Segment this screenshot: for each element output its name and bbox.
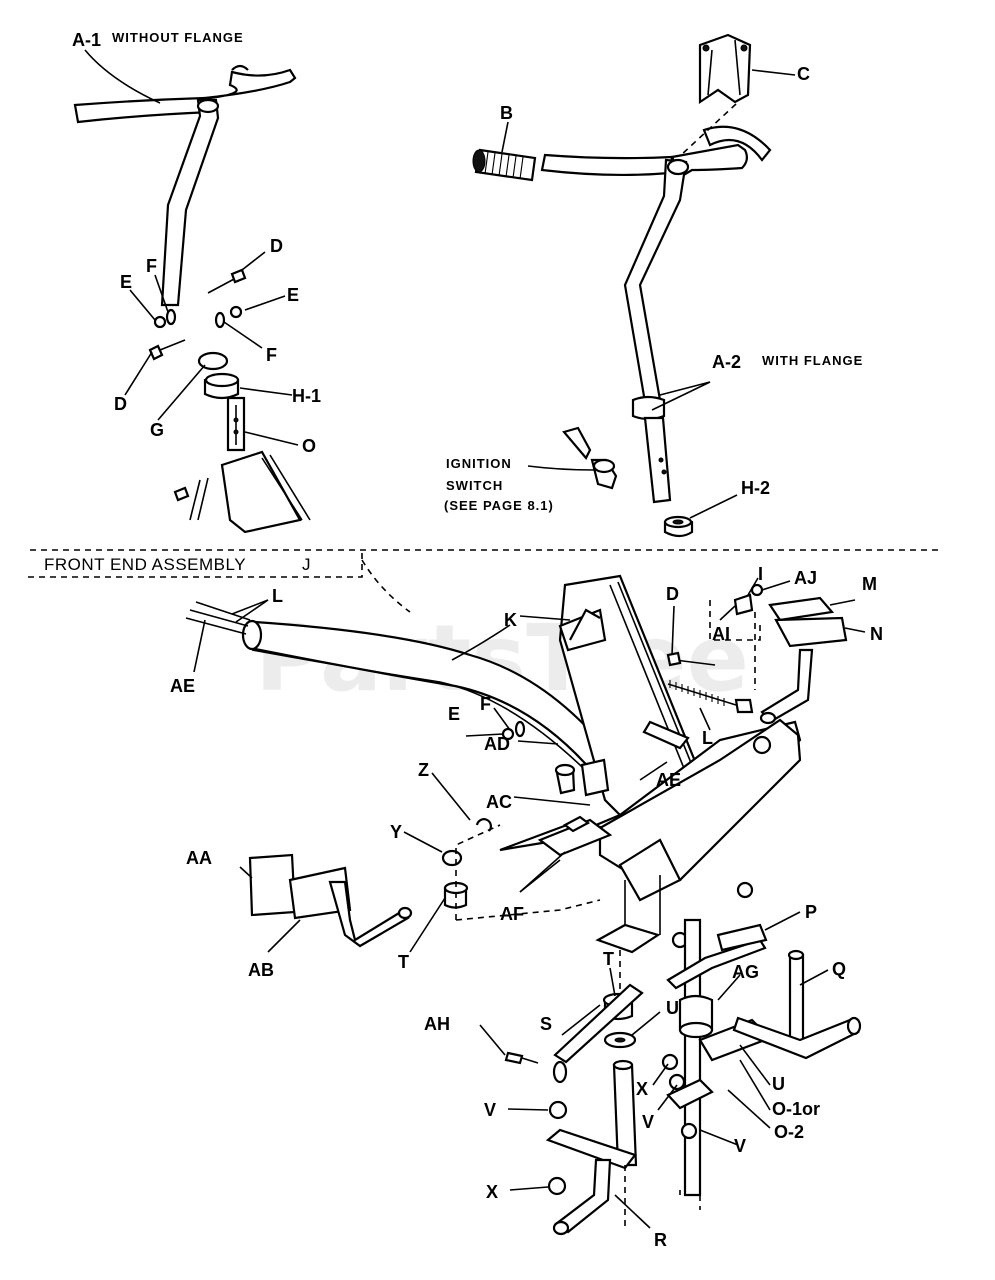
label-k: K xyxy=(504,610,517,630)
label-d-mid: D xyxy=(666,584,679,604)
label-d-left: D xyxy=(114,394,127,414)
label-m: M xyxy=(862,574,877,594)
leaders-front-end xyxy=(193,577,866,1229)
label-a2: A-2 xyxy=(712,352,741,372)
label-d-top: D xyxy=(270,236,283,256)
grip-b xyxy=(472,148,537,182)
label-f-mid: F xyxy=(480,694,491,714)
label-n: N xyxy=(870,624,883,644)
label-r: R xyxy=(654,1230,667,1250)
label-v-right: V xyxy=(734,1136,746,1156)
label-h1: H-1 xyxy=(292,386,321,406)
spring-l xyxy=(642,680,754,750)
label-o1o2-1: O-1or xyxy=(772,1099,820,1119)
label-v-left: V xyxy=(484,1100,496,1120)
lower-assembly xyxy=(504,923,862,1236)
assembly-guides xyxy=(361,559,761,1230)
label-ignition-2: SWITCH xyxy=(446,478,503,493)
label-s: S xyxy=(540,1014,552,1034)
label-p: P xyxy=(805,902,817,922)
label-v-mid: V xyxy=(642,1112,654,1132)
label-a1: A-1 xyxy=(72,30,101,50)
label-e-left: E xyxy=(120,272,132,292)
label-b: B xyxy=(500,103,513,123)
label-ag: AG xyxy=(732,962,759,982)
label-ah: AH xyxy=(424,1014,450,1034)
label-ab: AB xyxy=(248,960,274,980)
label-e-mid: E xyxy=(448,704,460,724)
label-e-right: E xyxy=(287,285,299,305)
label-l-top: L xyxy=(272,586,283,606)
label-o: O xyxy=(302,436,316,456)
ignition-switch xyxy=(562,426,618,490)
label-ae-mid: AE xyxy=(656,770,681,790)
label-l-mid: L xyxy=(702,728,713,748)
label-g: G xyxy=(150,420,164,440)
pedal-mn xyxy=(759,596,848,725)
label-c: C xyxy=(797,64,810,84)
label-u-right: U xyxy=(772,1074,785,1094)
callout-labels: A-1 WITHOUT FLANGE B C D F E E F H-1 D G… xyxy=(44,30,883,1250)
label-j: J xyxy=(302,555,311,574)
label-u-mid: U xyxy=(666,998,679,1018)
bracket-c xyxy=(698,33,752,105)
label-x-mid: X xyxy=(636,1079,648,1099)
label-a2-note: WITH FLANGE xyxy=(762,353,863,368)
section-box xyxy=(28,550,363,578)
label-o1o2-2: O-2 xyxy=(774,1122,804,1142)
label-y: Y xyxy=(390,822,402,842)
label-front-end-assembly: FRONT END ASSEMBLY xyxy=(44,555,246,574)
label-f-top: F xyxy=(146,256,157,276)
handlebar-a1 xyxy=(73,64,297,307)
label-x-bottom: X xyxy=(486,1182,498,1202)
label-ad: AD xyxy=(484,734,510,754)
leaders-top-left xyxy=(84,49,299,446)
hardware-upper-left xyxy=(148,268,311,534)
label-ai: AI xyxy=(712,624,730,644)
label-t-mid: T xyxy=(603,949,614,969)
frame-housing xyxy=(499,574,802,954)
pedal-aa-ab xyxy=(248,853,413,948)
label-ignition-3: (SEE PAGE 8.1) xyxy=(444,498,554,513)
label-af: AF xyxy=(500,904,524,924)
leaders-top-right xyxy=(501,69,796,519)
label-z: Z xyxy=(418,760,429,780)
label-a1-note: WITHOUT FLANGE xyxy=(112,30,244,45)
label-ac: AC xyxy=(486,792,512,812)
handlebar-a2 xyxy=(540,103,772,538)
small-parts-mid xyxy=(441,583,764,909)
label-aj: AJ xyxy=(794,568,817,588)
label-aa: AA xyxy=(186,848,212,868)
label-q: Q xyxy=(832,959,846,979)
label-f-right: F xyxy=(266,345,277,365)
label-ae-left: AE xyxy=(170,676,195,696)
label-i: I xyxy=(758,564,763,584)
label-ignition-1: IGNITION xyxy=(446,456,512,471)
label-h2: H-2 xyxy=(741,478,770,498)
label-t-left: T xyxy=(398,952,409,972)
